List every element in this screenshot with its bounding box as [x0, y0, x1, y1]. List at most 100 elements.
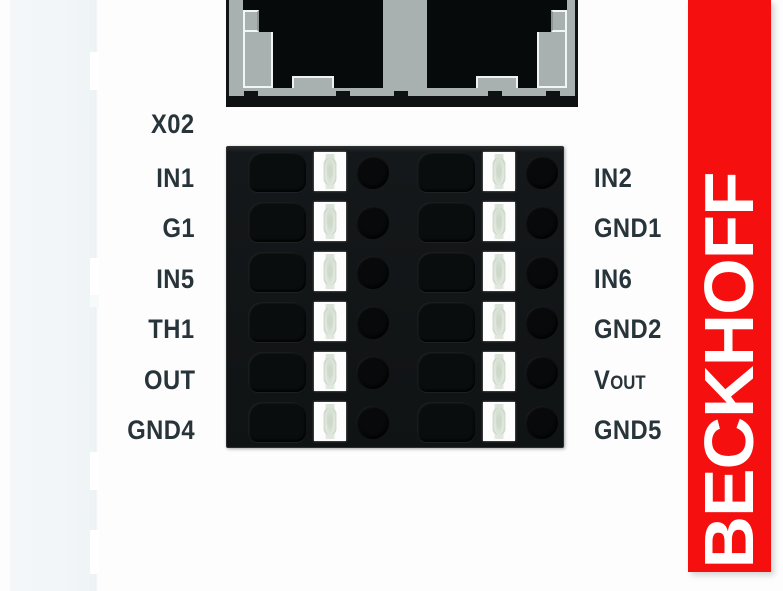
terminal-position[interactable] — [226, 397, 395, 447]
pin-label-subscript: OUT — [610, 372, 646, 394]
rj45-base-tab — [394, 91, 408, 98]
pin-label-main: V — [594, 364, 611, 395]
wire-entry-recess[interactable] — [417, 302, 475, 342]
terminal-position[interactable] — [395, 397, 564, 447]
terminal-position[interactable] — [226, 347, 395, 397]
terminal-connector-block — [226, 146, 564, 448]
pin-label-in1: IN1 — [156, 163, 195, 193]
pin-label-gnd4: GND4 — [127, 415, 195, 445]
pin-label-gnd5: GND5 — [594, 417, 662, 444]
terminal-position[interactable] — [226, 297, 395, 347]
test-hole[interactable] — [525, 256, 558, 289]
rj45-center-divider — [397, 0, 413, 88]
rj45-dual-jack-assembly — [226, 0, 578, 115]
spring-clamp-window[interactable] — [483, 352, 515, 391]
housing-notch — [90, 52, 99, 90]
test-hole[interactable] — [356, 406, 389, 439]
rj45-shield-step — [243, 32, 273, 88]
test-hole[interactable] — [356, 306, 389, 339]
pin-label-in5: IN5 — [156, 263, 195, 294]
rj45-base-tab — [546, 91, 560, 98]
test-hole[interactable] — [525, 306, 558, 339]
wire-entry-recess[interactable] — [248, 402, 306, 442]
spring-clamp-window[interactable] — [483, 252, 515, 291]
spring-clamp-window[interactable] — [314, 402, 346, 441]
pin-label-main: GND2 — [594, 314, 662, 345]
test-hole[interactable] — [525, 156, 558, 189]
test-hole[interactable] — [525, 356, 558, 389]
terminal-row — [226, 247, 564, 297]
spring-clamp-window[interactable] — [314, 352, 346, 391]
rj45-latch-slot — [476, 76, 518, 88]
spring-clamp-window[interactable] — [483, 302, 515, 341]
pin-label-out: OUT — [143, 364, 195, 395]
pin-label-vout: VOUT — [594, 364, 646, 395]
spring-clamp-window[interactable] — [483, 152, 515, 191]
rj45-base-tab — [244, 91, 258, 98]
rj45-shield-step — [551, 10, 567, 32]
wire-entry-recess[interactable] — [248, 152, 306, 192]
terminal-position[interactable] — [395, 147, 564, 197]
terminal-position[interactable] — [226, 147, 395, 197]
terminal-position[interactable] — [226, 247, 395, 297]
spring-clamp-window[interactable] — [314, 152, 346, 191]
pin-label-main: GND1 — [594, 213, 662, 244]
wire-entry-recess[interactable] — [417, 252, 475, 292]
wire-entry-recess[interactable] — [417, 202, 475, 242]
pin-label-gnd1: GND1 — [594, 215, 662, 242]
terminal-position[interactable] — [395, 347, 564, 397]
terminal-row — [226, 397, 564, 447]
spring-clamp-window[interactable] — [314, 302, 346, 341]
terminal-row — [226, 197, 564, 247]
terminal-position[interactable] — [395, 197, 564, 247]
rj45-base-strip — [226, 96, 578, 107]
pin-label-in6: IN6 — [594, 263, 633, 294]
pin-label-th1: TH1 — [148, 314, 195, 345]
housing-notch — [90, 530, 99, 574]
beckhoff-brand-band: BECKHOFF — [688, 0, 771, 572]
rj45-shield-step — [243, 10, 259, 32]
connector-designation-label: X02 — [151, 109, 195, 139]
terminal-row — [226, 297, 564, 347]
test-hole[interactable] — [356, 206, 389, 239]
terminal-position[interactable] — [395, 247, 564, 297]
rj45-metal-shield — [226, 0, 578, 104]
rj45-base-tab — [336, 91, 350, 98]
wire-entry-recess[interactable] — [248, 202, 306, 242]
terminal-row — [226, 147, 564, 197]
test-hole[interactable] — [525, 406, 558, 439]
rj45-base-tab — [488, 91, 502, 98]
wire-entry-recess[interactable] — [248, 252, 306, 292]
housing-notch — [90, 452, 99, 490]
pin-label-gnd2: GND2 — [594, 316, 662, 343]
wire-entry-recess[interactable] — [248, 352, 306, 392]
wire-entry-recess[interactable] — [417, 352, 475, 392]
rj45-latch-slot — [292, 76, 334, 88]
test-hole[interactable] — [356, 156, 389, 189]
wire-entry-recess[interactable] — [248, 302, 306, 342]
housing-notch — [90, 295, 99, 307]
pin-label-g1: G1 — [162, 213, 195, 244]
spring-clamp-window[interactable] — [314, 202, 346, 241]
beckhoff-wordmark: BECKHOFF — [690, 172, 768, 569]
housing-notch — [90, 258, 99, 296]
spring-clamp-window[interactable] — [483, 402, 515, 441]
pin-label-main: GND5 — [594, 415, 662, 445]
test-hole[interactable] — [356, 256, 389, 289]
module-housing-body — [10, 0, 96, 591]
rj45-shield-step — [537, 32, 567, 88]
terminal-position[interactable] — [226, 197, 395, 247]
wire-entry-recess[interactable] — [417, 402, 475, 442]
pin-label-main: IN2 — [594, 163, 633, 193]
wire-entry-recess[interactable] — [417, 152, 475, 192]
pin-label-main: IN6 — [594, 263, 633, 294]
spring-clamp-window[interactable] — [314, 252, 346, 291]
pin-label-in2: IN2 — [594, 165, 632, 192]
spring-clamp-window[interactable] — [483, 202, 515, 241]
test-hole[interactable] — [525, 206, 558, 239]
terminal-row — [226, 347, 564, 397]
test-hole[interactable] — [356, 356, 389, 389]
terminal-position[interactable] — [395, 297, 564, 347]
